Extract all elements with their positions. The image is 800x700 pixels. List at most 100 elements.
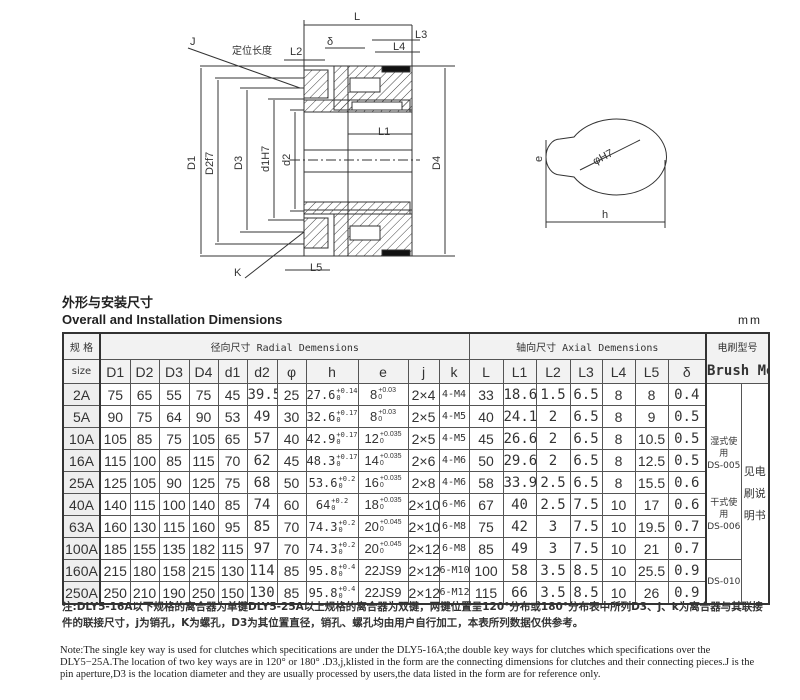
cell-D3: 190 [158, 581, 190, 605]
tolerance-upper: +0.03 [378, 409, 396, 416]
cell-L1: 42 [502, 515, 537, 538]
tolerance-lower: 0 [338, 569, 343, 578]
cell-L2: 2 [535, 427, 571, 450]
cell-k: 4-M6 [438, 449, 470, 472]
e-value: 20 [364, 541, 379, 556]
tolerance-lower: 0 [336, 393, 341, 402]
tolerance-lower: 0 [331, 503, 336, 512]
cell-d1: 53 [217, 405, 248, 428]
cell-D1: 90 [99, 405, 131, 428]
cell-d1: 130 [217, 559, 248, 582]
tolerance-lower: 0 [379, 482, 384, 489]
cell-D4: 140 [188, 493, 219, 516]
cell-L3: 6.5 [569, 405, 603, 428]
e-value: 12 [364, 431, 379, 446]
tolerance-lower: 0 [336, 459, 341, 468]
cell-L4: 10 [601, 559, 636, 582]
cell-L3: 6.5 [569, 449, 603, 472]
column-header-8: e [357, 359, 409, 384]
tolerance-lower: 0 [379, 526, 384, 533]
label-D3: D3 [233, 156, 245, 170]
column-header-13: L2 [535, 359, 571, 384]
cell-j: 2×8 [407, 471, 440, 494]
dimensions-table: 规 格 径向尺寸 Radial Demensions 轴向尺寸 Axial De… [62, 332, 771, 605]
column-header-9: j [407, 359, 440, 384]
cell-delta: 0.4 [667, 383, 707, 406]
cell-D3: 158 [158, 559, 190, 582]
tolerance-lower: 0 [336, 437, 341, 446]
label-e: e [533, 156, 545, 162]
cell-L5: 19.5 [634, 515, 669, 538]
cell-L3: 7.5 [569, 493, 603, 516]
cell-L1: 58 [502, 559, 537, 582]
cell-L1: 18.6 [502, 383, 537, 406]
tolerance-upper: +0.17 [336, 430, 358, 439]
axial-header: 轴向尺寸 Axial Demensions [468, 332, 707, 360]
size-cell: 25A [62, 471, 101, 494]
brush-dry-label: 干式使用 [710, 498, 738, 521]
cell-D4: 90 [188, 405, 219, 428]
cell-L2: 2.5 [535, 471, 571, 494]
cell-phi: 25 [276, 383, 307, 406]
cell-k: 6-M8 [438, 515, 470, 538]
section-title-en: Overall and Installation Dimensions [62, 312, 283, 327]
cell-D3: 100 [158, 493, 190, 516]
cell-d2: 114 [246, 559, 278, 582]
cell-L: 58 [468, 471, 504, 494]
cell-delta: 0.9 [667, 581, 707, 605]
brush-model-ds006: DS-006 [707, 522, 741, 533]
column-header-3: D4 [188, 359, 219, 384]
cell-L5: 12.5 [634, 449, 669, 472]
cell-delta: 0.6 [667, 493, 707, 516]
size-cell: 10A [62, 427, 101, 450]
cell-L4: 8 [601, 427, 636, 450]
size-header-en: size [62, 359, 101, 384]
tolerance-upper: +0.2 [338, 540, 356, 549]
cell-d2: 68 [246, 471, 278, 494]
cell-e: 22JS9 [357, 559, 409, 582]
cell-D1: 75 [99, 383, 131, 406]
cell-L2: 2 [535, 405, 571, 428]
cell-L: 33 [468, 383, 504, 406]
cell-L5: 10.5 [634, 427, 669, 450]
cell-D3: 135 [158, 537, 190, 560]
cell-D2: 115 [129, 493, 160, 516]
tolerance-lower: 0 [379, 438, 384, 445]
cell-L4: 10 [601, 581, 636, 605]
h-value: 42.9 [306, 431, 336, 446]
size-header-cn: 规 格 [62, 332, 101, 360]
note-chinese: 注:DLY5-16A以下规格的离合器为单键DLY5-25A以上规格的离合器为双键… [62, 601, 763, 629]
size-cell: 100A [62, 537, 101, 560]
cell-j: 2×12 [407, 581, 440, 605]
cell-D1: 160 [99, 515, 131, 538]
tolerance-upper: +0.14 [336, 386, 358, 395]
e-value: 8 [370, 387, 378, 402]
label-J: J [190, 36, 196, 48]
cell-D4: 160 [188, 515, 219, 538]
label-h: h [602, 209, 608, 221]
h-value: 27.6 [306, 387, 336, 402]
h-value: 32.6 [306, 409, 336, 424]
cell-phi: 50 [276, 471, 307, 494]
tolerance-upper: +0.17 [336, 452, 358, 461]
h-value: 53.6 [308, 475, 338, 490]
label-L2: L2 [290, 46, 302, 58]
cell-L4: 8 [601, 471, 636, 494]
cell-phi: 30 [276, 405, 307, 428]
